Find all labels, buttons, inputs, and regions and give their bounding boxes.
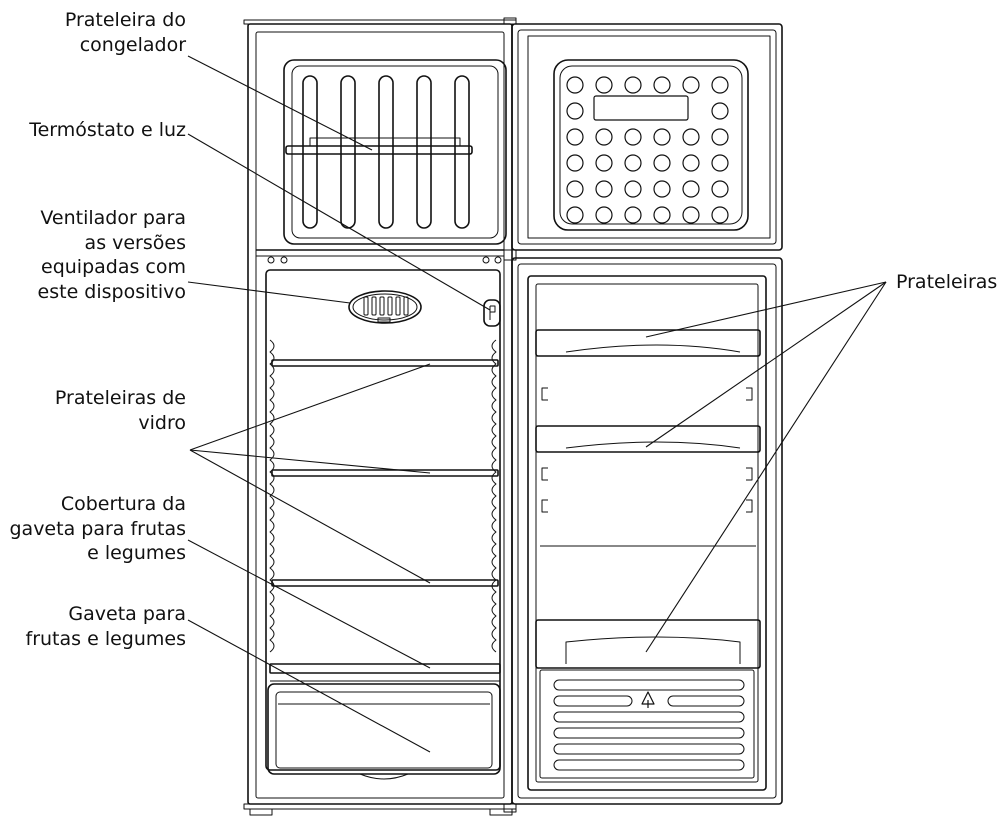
label-line: este dispositivo bbox=[37, 280, 186, 303]
label-line: Cobertura da bbox=[60, 493, 186, 515]
label-line: congelador bbox=[79, 33, 186, 56]
label-crisper-drawer: Gaveta para frutas e legumes bbox=[26, 602, 186, 651]
leader-lines bbox=[187, 55, 887, 753]
crisper-cover bbox=[269, 663, 501, 682]
leader-glass-shelf-2 bbox=[189, 449, 431, 474]
thermostat-light bbox=[483, 299, 501, 327]
fan-grille bbox=[348, 290, 422, 324]
fridge-door bbox=[503, 17, 783, 813]
leader-door-shelf-1 bbox=[645, 281, 887, 338]
label-line: Prateleiras bbox=[896, 271, 998, 293]
label-line: Termóstato e luz bbox=[29, 119, 186, 141]
leader-glass-shelf-3 bbox=[189, 449, 431, 584]
label-line: frutas e legumes bbox=[25, 627, 186, 650]
leader-door-shelf-2 bbox=[645, 281, 887, 448]
label-thermostat: Termóstato e luz bbox=[29, 118, 186, 143]
leader-glass-shelf-1 bbox=[189, 363, 431, 451]
label-line: Prateleiras de bbox=[54, 387, 186, 409]
crisper-drawer bbox=[267, 683, 501, 780]
leader-crisper-drawer bbox=[187, 619, 431, 753]
label-line: vidro bbox=[138, 411, 186, 434]
door-shelves bbox=[535, 329, 761, 669]
glass-shelves bbox=[271, 359, 499, 587]
label-freezer-shelf: Prateleira do congelador bbox=[65, 8, 186, 57]
divider-screws bbox=[267, 256, 502, 264]
label-line: as versões bbox=[84, 231, 186, 254]
label-fan: Ventilador para as versões equipadas com… bbox=[38, 206, 186, 304]
label-line: Ventilador para bbox=[40, 207, 186, 229]
fresh-food-compartment bbox=[265, 269, 501, 780]
door-shelf-clips bbox=[541, 387, 753, 513]
leader-crisper-cover bbox=[187, 539, 431, 669]
freezer-door bbox=[511, 23, 783, 251]
label-line: Prateleira do bbox=[64, 9, 186, 31]
leader-freezer-shelf bbox=[187, 55, 373, 151]
door-bottom-panel bbox=[539, 669, 755, 779]
label-line: e legumes bbox=[87, 542, 186, 564]
freezer-compartment bbox=[256, 59, 507, 257]
label-crisper-cover: Cobertura da gaveta para frutas e legume… bbox=[9, 492, 186, 566]
leader-door-shelf-3 bbox=[645, 281, 887, 653]
leader-fan bbox=[187, 281, 351, 304]
shelf-supports bbox=[269, 339, 497, 653]
freezer-shelf bbox=[285, 137, 473, 155]
label-door-shelves: Prateleiras bbox=[896, 270, 997, 295]
label-line: gaveta para frutas bbox=[9, 517, 186, 540]
label-line: equipadas com bbox=[41, 256, 186, 278]
label-line: Gaveta para bbox=[68, 603, 186, 625]
freezer-door-dimples bbox=[566, 76, 729, 224]
freezer-evaporator-slots bbox=[302, 75, 470, 229]
leader-thermostat bbox=[187, 133, 491, 311]
label-glass-shelves: Prateleiras de vidro bbox=[55, 386, 186, 435]
